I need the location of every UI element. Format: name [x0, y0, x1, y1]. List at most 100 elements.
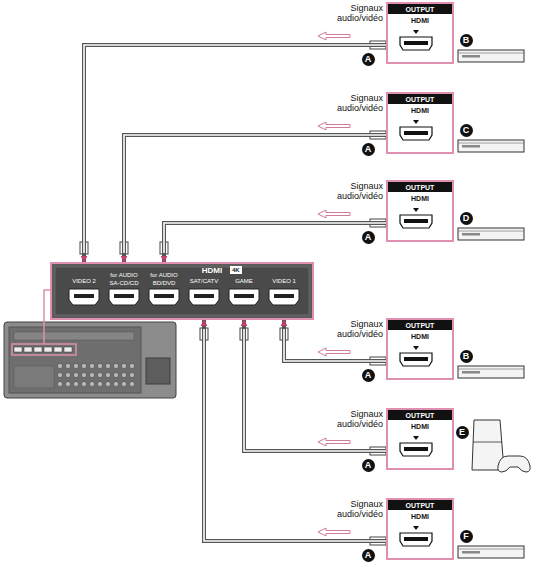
jack [57, 381, 62, 386]
connector-name: HDMI [388, 107, 452, 114]
output-header: OUTPUT [388, 182, 452, 192]
receiver-body [4, 322, 176, 398]
hdmi-jack [14, 347, 22, 352]
port-slot [114, 294, 134, 298]
jack [97, 381, 102, 386]
jack [81, 363, 86, 368]
callout-letter: F [460, 530, 473, 543]
jack [121, 381, 126, 386]
jack [129, 372, 134, 377]
callout-letter: A [362, 369, 375, 382]
output-header: OUTPUT [388, 500, 452, 510]
jack [57, 363, 62, 368]
hdmi-jack [24, 347, 32, 352]
port-label: BD/DVD [153, 280, 176, 286]
hdmi-port [229, 289, 259, 305]
port-label: SA-CD/CD [109, 280, 138, 286]
port-triangle [413, 526, 419, 530]
signal-arrow [318, 32, 350, 40]
port-slot [154, 294, 174, 298]
signal-heading: Signaux audio/vidéo [331, 181, 383, 202]
jack [129, 381, 134, 386]
output-header: OUTPUT [388, 410, 452, 420]
port-slot [274, 294, 294, 298]
cable-casing [124, 135, 386, 262]
port-slot [234, 294, 254, 298]
jack [57, 372, 62, 377]
jack [89, 381, 94, 386]
port-slot [404, 447, 428, 451]
port-triangle [413, 30, 419, 34]
port-slot [74, 294, 94, 298]
hdmi-port [269, 289, 299, 305]
cable-casing [204, 320, 386, 541]
hdmi-cable [84, 45, 386, 262]
hdmi-port [400, 533, 432, 546]
signal-arrow [318, 122, 350, 130]
jack [89, 372, 94, 377]
callout-letter: A [362, 231, 375, 244]
cable-casing [84, 45, 386, 262]
device-line [458, 143, 524, 144]
hdmi-jack [54, 347, 62, 352]
jack [73, 372, 78, 377]
signal-heading: Signaux audio/vidéo [331, 93, 383, 114]
callout-letter: B [460, 350, 473, 363]
jack [113, 372, 118, 377]
cable-plugs [80, 41, 386, 545]
port-triangle [413, 208, 419, 212]
callout-letter: A [362, 459, 375, 472]
output-header: OUTPUT [388, 4, 452, 14]
port-slot [404, 219, 428, 223]
hdmi-output-box: Signaux audio/vidéoOUTPUTHDMI [386, 180, 454, 242]
jack [121, 372, 126, 377]
signal-arrow [318, 528, 350, 536]
device-slot [462, 145, 480, 148]
hdmi-port [69, 289, 99, 305]
hdmi-cable [164, 223, 386, 262]
callout-letter: A [362, 549, 375, 562]
player-device [458, 50, 524, 62]
connector-name: HDMI [388, 423, 452, 430]
signal-heading: Signaux audio/vidéo [331, 3, 383, 24]
cable-casing [244, 320, 386, 451]
jack [81, 381, 86, 386]
hdmi-output-box: Signaux audio/vidéoOUTPUTHDMI [386, 318, 454, 380]
jack [97, 372, 102, 377]
signal-heading: Signaux audio/vidéo [331, 499, 383, 520]
callout-letter: A [362, 143, 375, 156]
port-label: VIDEO 1 [272, 278, 296, 284]
hdmi-port [109, 289, 139, 305]
device-line [458, 231, 524, 232]
signal-heading: Signaux audio/vidéo [331, 409, 383, 430]
callout-letter: B [460, 34, 473, 47]
port-slot [194, 294, 214, 298]
console-line [473, 442, 502, 443]
device-slot [462, 371, 480, 374]
receiver-strip [14, 332, 134, 340]
cable-core [164, 223, 386, 253]
jack [105, 363, 110, 368]
hdmi-port [400, 127, 432, 140]
player-device [458, 546, 524, 558]
port-label: SAT/CATV [190, 278, 218, 284]
port-art [52, 264, 312, 318]
port-slot [404, 537, 428, 541]
hdmi-jack [44, 347, 52, 352]
hdmi-jack [34, 347, 42, 352]
receiver-fan [146, 358, 170, 384]
jack [81, 372, 86, 377]
device-slot [462, 233, 480, 236]
hdmi-output-box: Signaux audio/vidéoOUTPUTHDMI [386, 498, 454, 560]
device-line [458, 369, 524, 370]
cable-core [244, 329, 386, 451]
hdmi-port [400, 353, 432, 366]
jack [105, 372, 110, 377]
jack [97, 363, 102, 368]
cable-core [124, 135, 386, 253]
device-slot [462, 55, 480, 58]
hdmi-port [189, 289, 219, 305]
panel-face [55, 267, 309, 315]
game-controller [498, 456, 530, 472]
